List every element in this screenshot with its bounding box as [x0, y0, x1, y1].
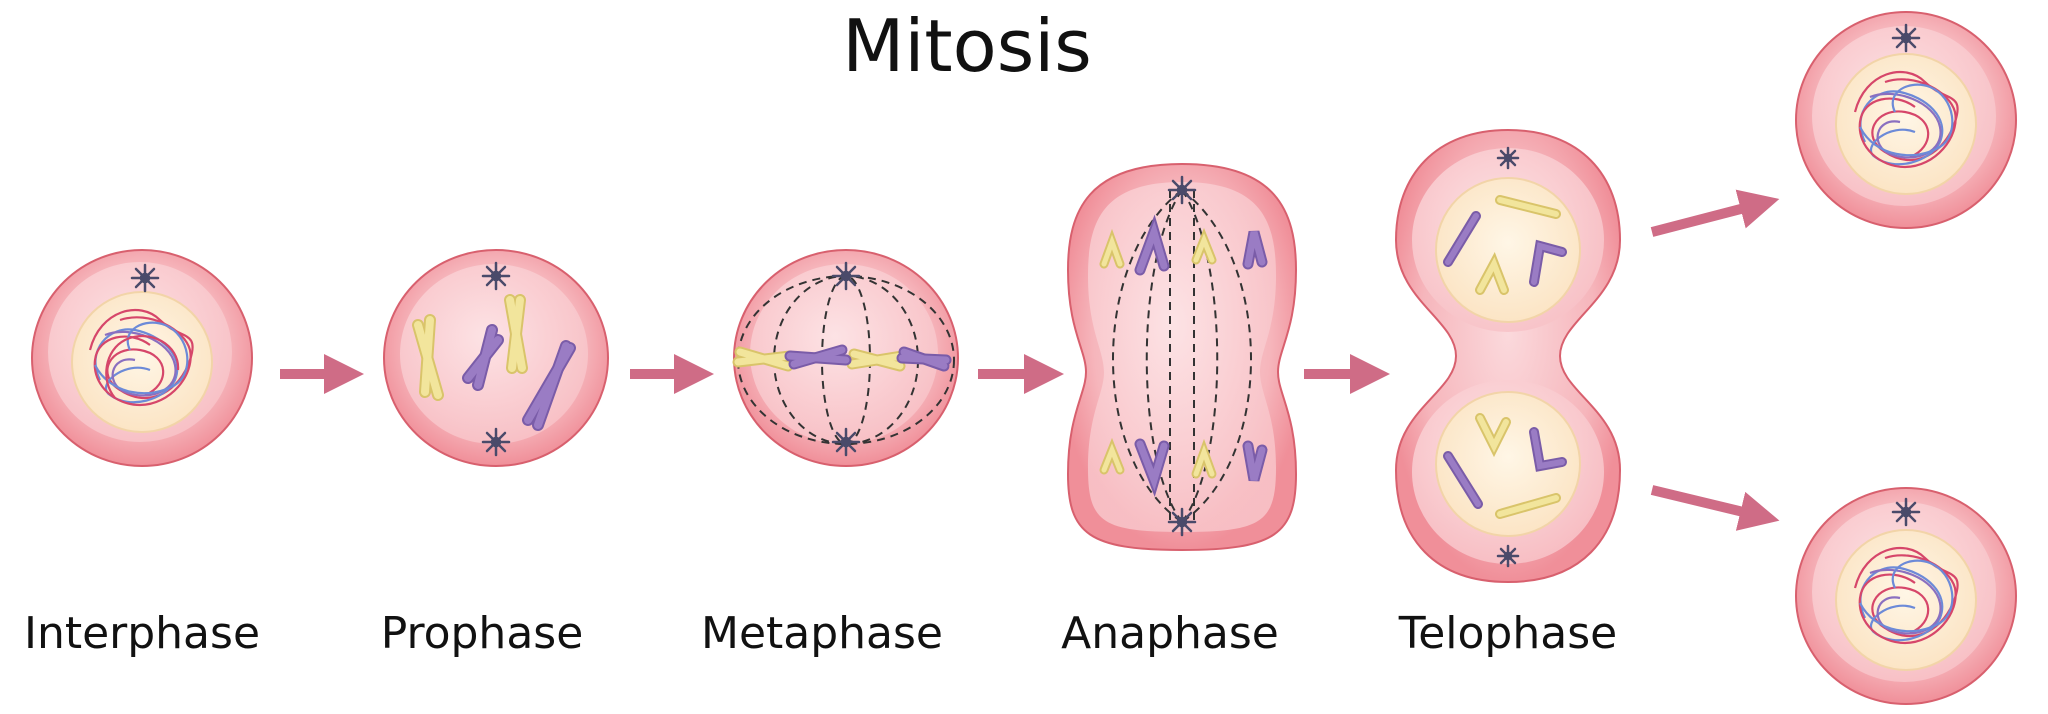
- daughter-cell-top: [1795, 11, 2017, 229]
- chromosomes: [412, 294, 576, 431]
- arrow-up-right-icon: [1650, 189, 1780, 237]
- spindle-fibers: [1112, 189, 1252, 523]
- metaphase-cell: [732, 249, 959, 467]
- centrosome: [831, 261, 861, 291]
- chromatin: [1853, 70, 1959, 169]
- centrosome: [1496, 544, 1520, 568]
- telophase-cell: [1394, 128, 1622, 584]
- stage-label-metaphase: Metaphase: [700, 608, 944, 659]
- chromosomes: [1443, 195, 1567, 519]
- chromosomes: [1099, 214, 1268, 498]
- anaphase-cell: [1066, 162, 1298, 552]
- centrosome: [1891, 497, 1921, 527]
- stage-label-anaphase: Anaphase: [1061, 608, 1279, 659]
- stage-label-interphase: Interphase: [23, 608, 261, 659]
- chromatin: [88, 308, 194, 407]
- stage-label-prophase: Prophase: [380, 608, 584, 659]
- daughter-cell-bottom: [1795, 487, 2017, 705]
- nucleus: [1835, 53, 1977, 195]
- nucleus: [71, 291, 213, 433]
- centrosome: [130, 263, 160, 293]
- chromosomes: [732, 344, 952, 372]
- prophase-cell: [383, 249, 609, 467]
- centrosome: [831, 427, 861, 457]
- diagram-title: Mitosis: [842, 4, 1092, 88]
- centrosome: [1891, 23, 1921, 53]
- centrosome: [481, 261, 511, 291]
- centrosome: [1167, 175, 1197, 205]
- nucleus: [1835, 529, 1977, 671]
- arrow-down-right-icon: [1650, 485, 1780, 531]
- centrosome: [481, 427, 511, 457]
- interphase-cell: [31, 249, 253, 467]
- chromatin: [1853, 546, 1959, 645]
- stage-label-telophase: Telophase: [1398, 608, 1618, 659]
- centrosome: [1496, 146, 1520, 170]
- centrosome: [1167, 507, 1197, 537]
